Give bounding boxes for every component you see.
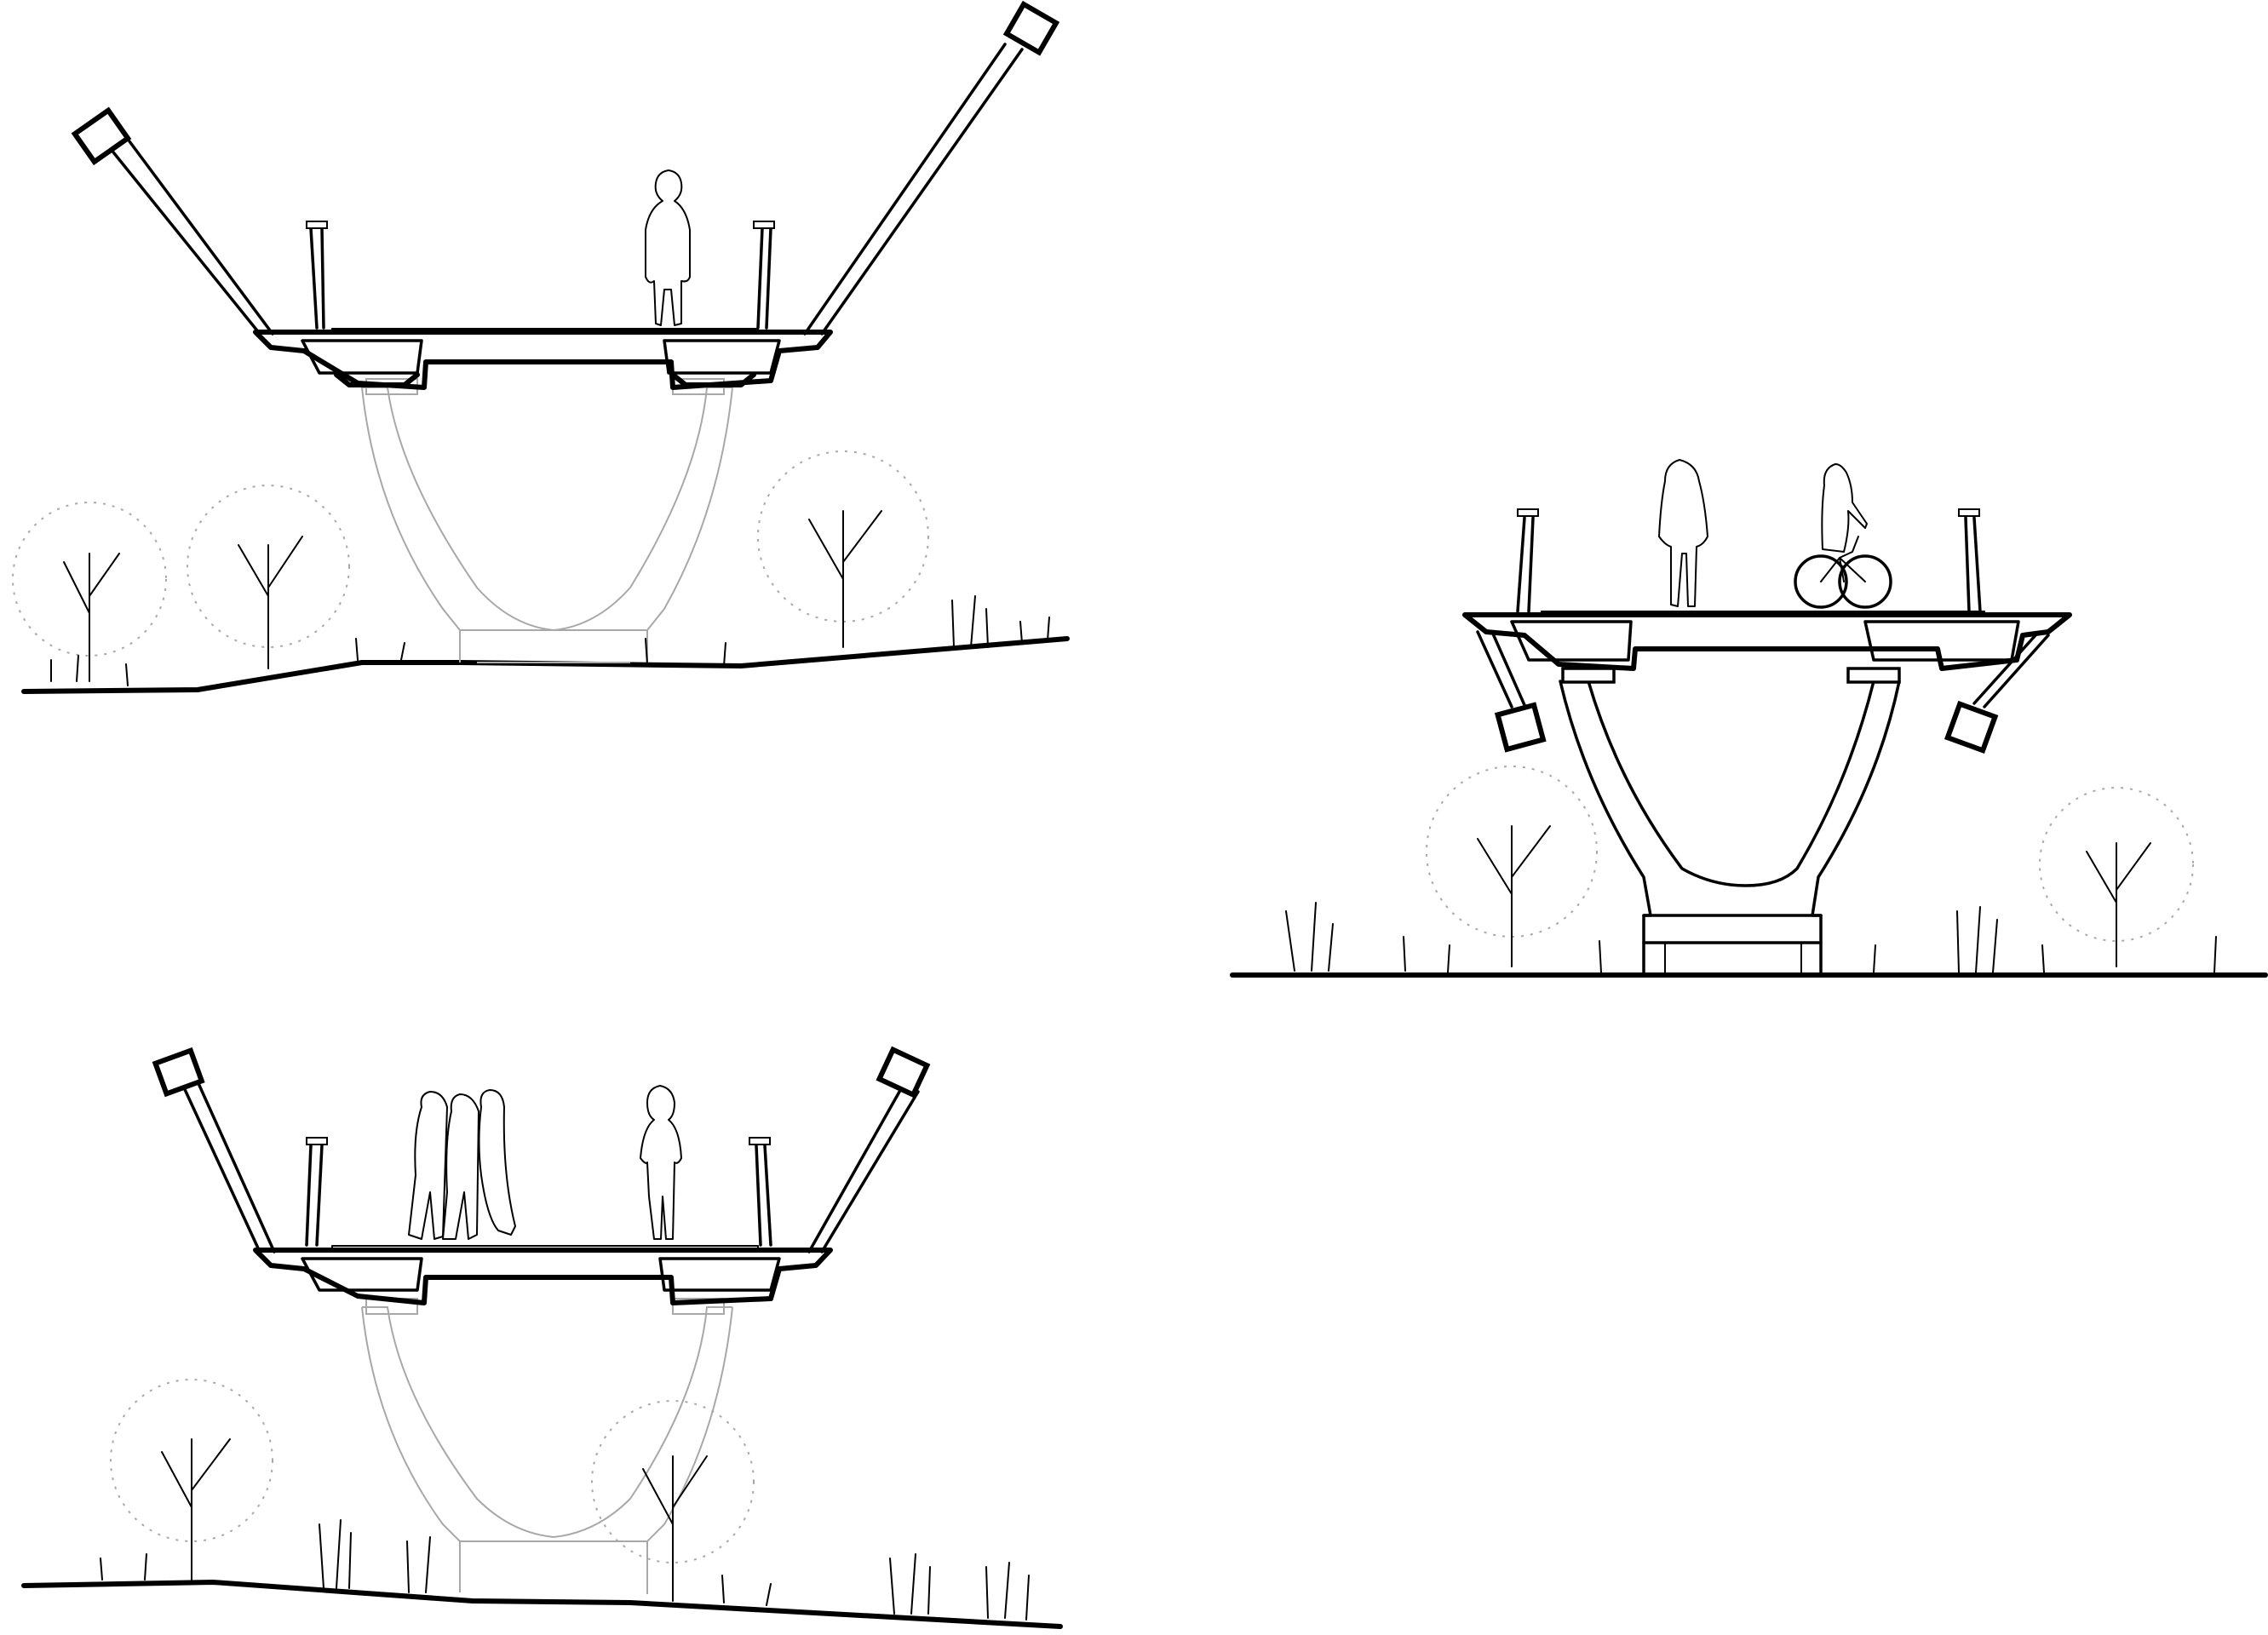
section-b-tree-2 — [2039, 787, 2194, 967]
section-c-railings — [305, 1137, 772, 1247]
section-a-vegetation — [12, 450, 1050, 686]
section-b-pier — [1559, 667, 1901, 977]
section-c-deck — [253, 1245, 833, 1305]
section-a-pier — [361, 378, 733, 663]
section-c — [21, 1046, 1063, 1629]
section-c-vegetation — [100, 1379, 1030, 1621]
section-b — [1230, 459, 2268, 978]
section-a-standing-person — [645, 169, 691, 326]
section-c-ground-line — [21, 1580, 1063, 1629]
section-a-ground-line — [21, 636, 1070, 694]
section-c-tree-2 — [591, 1400, 755, 1602]
section-b-deck — [1462, 611, 2072, 671]
section-b-light-poles — [1476, 630, 2050, 754]
section-a-light-poles — [71, 0, 1060, 336]
section-c-light-poles — [152, 1046, 931, 1254]
section-b-cyclist — [1794, 463, 1892, 609]
section-c-pier — [361, 1298, 733, 1594]
section-b-vegetation — [1285, 766, 2217, 973]
section-a — [12, 0, 1070, 694]
section-a-tree-2 — [187, 485, 350, 669]
section-b-tree-1 — [1426, 766, 1598, 967]
section-b-railings — [1516, 508, 1982, 613]
section-a-railings — [306, 221, 775, 330]
section-c-standing-woman — [640, 1085, 682, 1240]
section-a-deck — [253, 328, 833, 390]
section-b-standing-woman — [1658, 459, 1708, 607]
section-c-tree-1 — [110, 1379, 273, 1580]
section-c-group-of-three — [408, 1089, 516, 1240]
section-a-tree-1 — [12, 502, 167, 682]
section-a-tree-3 — [757, 450, 929, 648]
